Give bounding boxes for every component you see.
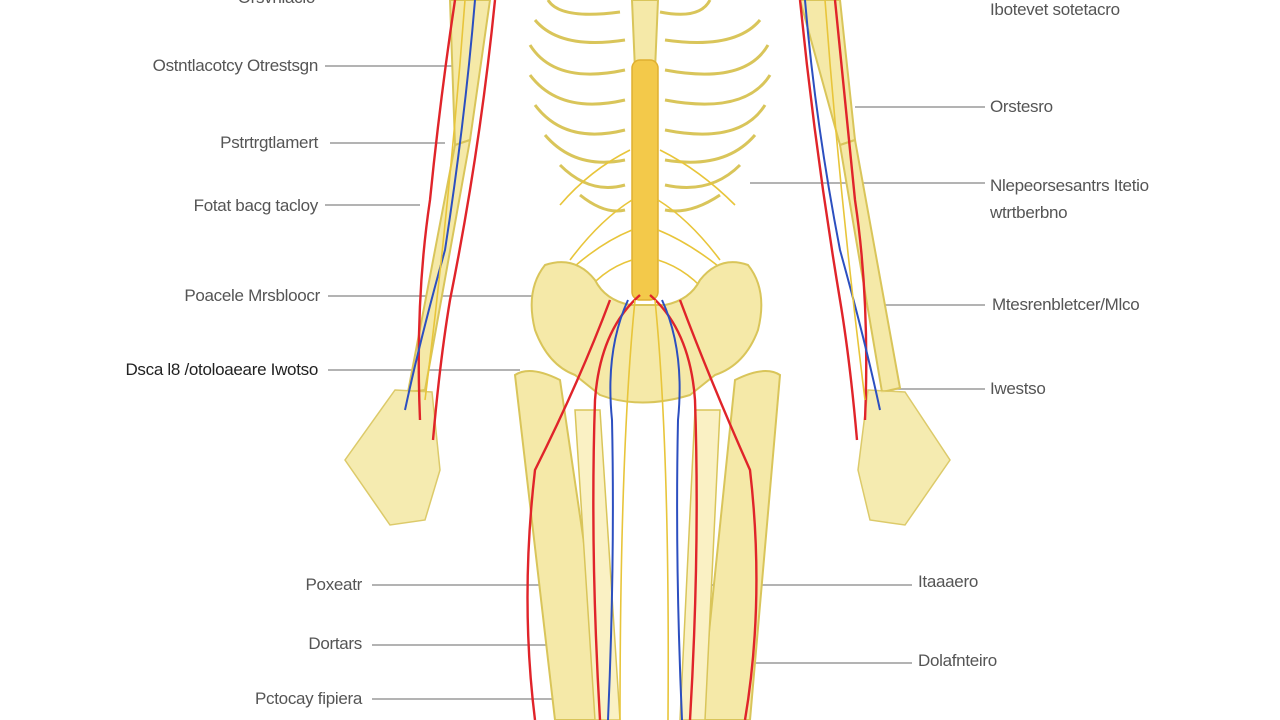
label-right-6: Dolafnteiro [918,651,997,670]
label-left-2: Pstrtrgtlamert [220,133,318,152]
label-left-1: Ostntlacotcy Otrestsgn [152,56,319,75]
label-left-7: Dortars [308,634,362,653]
left-leg [513,370,621,720]
label-left-5: Dsca l8 /otoloaeare Iwotso [125,360,318,379]
pelvis [530,261,763,404]
spine [631,59,659,301]
label-right-5: Itaaaero [918,572,978,591]
label-right-4: Iwestso [990,379,1046,398]
right-arm [798,0,951,526]
label-left-8: Pctocay fipiera [255,689,362,708]
label-left-4: Poacele Mrsbloocr [184,286,320,305]
label-right-3: Mtesrenbletcer/Mlco [992,295,1140,314]
veins [404,0,881,720]
label-left-0: Orsvhlaclo [238,0,316,8]
label-left-3: Fotat bacg tacloy [193,196,319,215]
ribcage [528,0,772,213]
label-right-1: Orstesro [990,97,1053,116]
right-leg [679,370,782,720]
limb-nerves [424,0,866,720]
label-right-0: Ibotevet sotetacro [990,0,1120,19]
label-left-6: Poxeatr [305,575,363,594]
label-right-2: Nlepeorsesantrs Itetio wtrtberbno [990,176,1149,222]
left-arm [344,0,492,526]
